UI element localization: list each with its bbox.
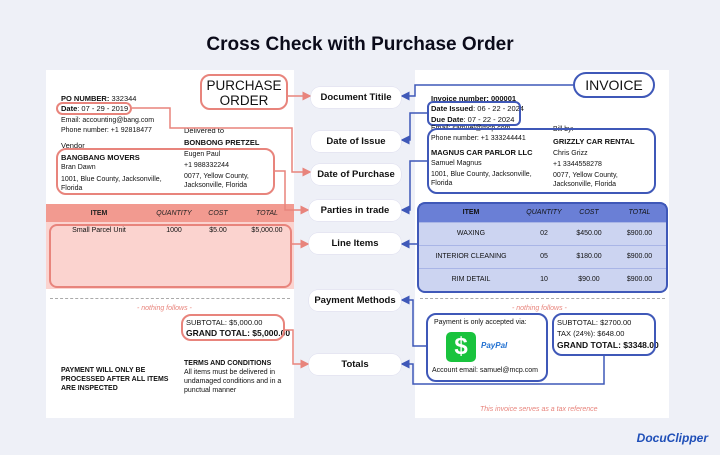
po-terms-text: All items must be delivered in undamaged… xyxy=(184,369,282,394)
invoice-cell-quantity: 02 xyxy=(523,221,565,245)
invoice-col-total: TOTAL xyxy=(613,204,666,222)
label-document-title: Document Titile xyxy=(311,87,401,108)
invoice-cell-quantity: 10 xyxy=(523,267,565,291)
po-subtotal: SUBTOTAL: $5,000.00 xyxy=(186,318,263,327)
invoice-number: Invoice number: 000001 xyxy=(431,94,517,103)
table-row xyxy=(46,265,294,289)
po-delivered-name: BONBONG PRETZEL xyxy=(184,138,260,147)
po-line-items-highlight xyxy=(49,224,292,288)
invoice-bill-name: GRIZZLY CAR RENTAL xyxy=(553,137,635,146)
invoice-payment-highlight xyxy=(426,313,548,382)
po-delivered-phone: +1 988332244 xyxy=(184,162,229,169)
cashapp-icon: $ xyxy=(446,332,476,362)
invoice-cell-item: WAXING xyxy=(419,221,523,245)
invoice-cell-total: $900.00 xyxy=(613,244,666,268)
invoice-cell-cost: $180.00 xyxy=(565,244,613,268)
invoice-col-item: ITEM xyxy=(419,204,523,222)
invoice-grand-total: GRAND TOTAL: $3348.00 xyxy=(557,340,659,350)
po-table-header: ITEM QUANTITY COST TOTAL xyxy=(46,204,294,222)
invoice-due-date: Due Date: 07 - 22 - 2024 xyxy=(431,115,515,124)
table-row: RIM DETAIL 10 $90.00 $900.00 xyxy=(419,267,666,291)
po-vendor-name: BANGBANG MOVERS xyxy=(61,153,140,162)
po-nothing-follows: - nothing follows - xyxy=(137,305,192,312)
invoice-cell-item: RIM DETAIL xyxy=(419,267,523,291)
po-cell-total: $5,000.00 xyxy=(240,222,294,245)
invoice-bill-phone: +1 3344558278 xyxy=(553,161,602,168)
po-email: Email: accounting@bang.com xyxy=(61,117,155,124)
po-number: PO NUMBER: 332344 xyxy=(61,94,137,103)
po-col-quantity: QUANTITY xyxy=(152,204,196,222)
page-title: Cross Check with Purchase Order xyxy=(206,34,514,55)
invoice-totals-highlight xyxy=(552,313,656,356)
invoice-col-quantity: QUANTITY xyxy=(523,204,565,222)
invoice-seller-address: 1001, Blue County, Jacksonville, Florida xyxy=(431,171,532,187)
label-line-items: Line Items xyxy=(309,233,401,254)
invoice-cell-cost: $450.00 xyxy=(565,221,613,245)
invoice-account-email: Account email: samuel@mcp.com xyxy=(432,367,538,374)
label-payment-methods: Payment Methods xyxy=(309,290,401,311)
po-line-items-table: ITEM QUANTITY COST TOTAL Small Parcel Un… xyxy=(46,204,294,289)
po-vendor-label: Vendor xyxy=(61,141,85,150)
invoice-dates-highlight xyxy=(427,101,521,126)
invoice-date-issued: Date Issued: 06 - 22 - 2024 xyxy=(431,104,524,113)
po-delivered-label: Delivered to xyxy=(184,126,225,135)
po-col-cost: COST xyxy=(196,204,240,222)
label-date-of-issue: Date of Issue xyxy=(311,131,401,152)
invoice-tax-reference: This invoice serves as a tax reference xyxy=(480,406,598,413)
docuclipper-logo: DocuClipper xyxy=(636,431,708,445)
label-date-of-purchase: Date of Purchase xyxy=(311,164,401,185)
label-totals: Totals xyxy=(309,354,401,375)
invoice-cell-item: INTERIOR CLEANING xyxy=(419,244,523,268)
invoice-bill-contact: Chris Grizz xyxy=(553,150,588,157)
invoice-bill-address: 0077, Yellow County, Jacksonville, Flori… xyxy=(553,172,618,188)
paypal-icon: PayPal xyxy=(481,341,508,350)
po-date-highlight xyxy=(56,102,132,115)
invoice-cell-total: $900.00 xyxy=(613,221,666,245)
invoice-cell-quantity: 05 xyxy=(523,244,565,268)
po-parties-highlight xyxy=(56,148,275,195)
table-row: INTERIOR CLEANING 05 $180.00 $900.00 xyxy=(419,244,666,268)
label-parties-in-trade: Parties in trade xyxy=(309,200,401,221)
po-document-title: PURCHASE ORDER xyxy=(200,74,288,110)
invoice-col-cost: COST xyxy=(565,204,613,222)
po-payment-note: PAYMENT WILL ONLY BE PROCESSED AFTER ALL… xyxy=(61,367,169,392)
invoice-line-items-highlight xyxy=(417,202,668,293)
invoice-cell-cost: $90.00 xyxy=(565,267,613,291)
invoice-table-header: ITEM QUANTITY COST TOTAL xyxy=(419,204,666,222)
po-terms-title: TERMS AND CONDITIONS xyxy=(184,360,272,367)
po-vendor-contact: Bran Dawn xyxy=(61,164,96,171)
invoice-seller-contact: Samuel Magnus xyxy=(431,160,482,167)
po-grand-total: GRAND TOTAL: $5,000.00 xyxy=(186,328,291,338)
invoice-divider xyxy=(420,298,665,299)
po-delivered-contact: Eugen Paul xyxy=(184,151,221,158)
invoice-nothing-follows: - nothing follows - xyxy=(512,305,567,312)
invoice-tax: TAX (24%): $648.00 xyxy=(557,329,625,338)
po-totals-highlight xyxy=(181,314,285,341)
invoice-seller-name: MAGNUS CAR PARLOR LLC xyxy=(431,148,533,157)
invoice-parties-highlight xyxy=(427,128,656,194)
invoice-document-title: INVOICE xyxy=(573,72,655,98)
po-divider xyxy=(50,298,290,299)
invoice-payment-accepted: Payment is only accepted via: xyxy=(434,319,527,326)
invoice-cell-total: $900.00 xyxy=(613,267,666,291)
po-date: Date: 07 - 29 - 2019 xyxy=(61,104,129,113)
po-cell-cost: $5.00 xyxy=(196,222,240,245)
invoice-phone: Phone number: +1 333244441 xyxy=(431,135,526,142)
po-vendor-address: 1001, Blue County, Jacksonville, Florida xyxy=(61,176,162,192)
po-cell-quantity: 1000 xyxy=(152,222,196,245)
po-phone: Phone number: +1 92818477 xyxy=(61,127,152,134)
po-col-item: ITEM xyxy=(46,204,152,222)
table-row: WAXING 02 $450.00 $900.00 xyxy=(419,221,666,245)
po-col-total: TOTAL xyxy=(240,204,294,222)
po-delivered-address: 0077, Yellow County, Jacksonville, Flori… xyxy=(184,173,249,189)
invoice-line-items-table: ITEM QUANTITY COST TOTAL WAXING 02 $450.… xyxy=(419,204,666,291)
invoice-subtotal: SUBTOTAL: $2700.00 xyxy=(557,318,632,327)
